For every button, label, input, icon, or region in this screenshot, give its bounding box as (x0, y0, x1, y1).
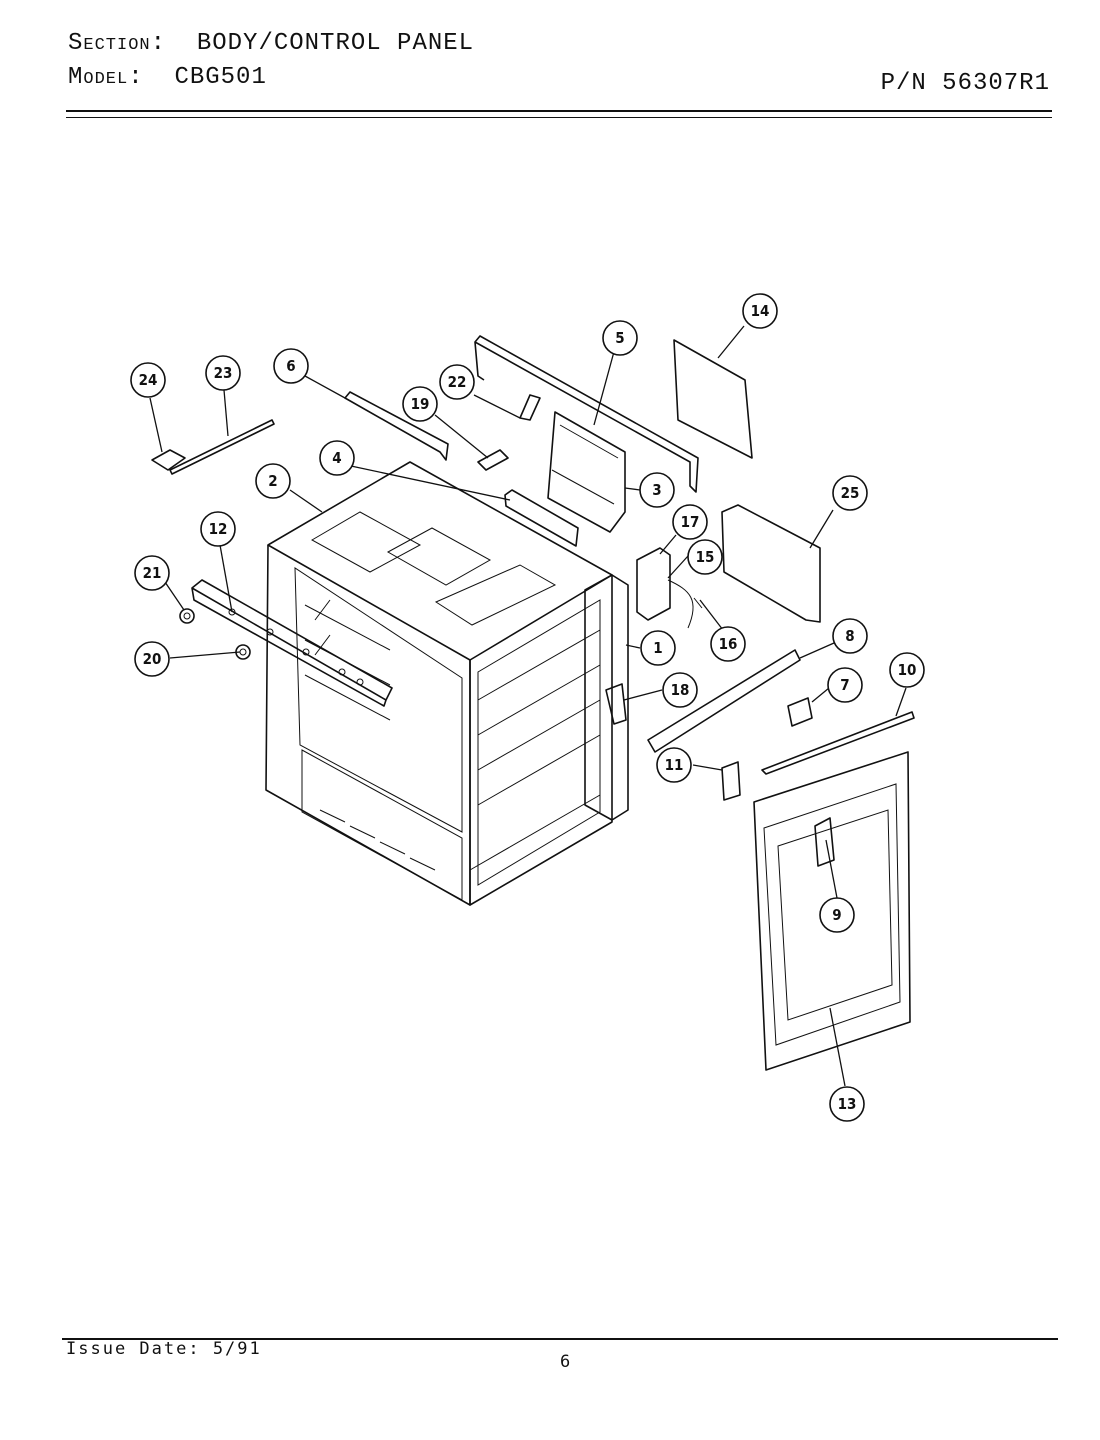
callout-label: 17 (681, 513, 700, 531)
callout-label: 8 (845, 627, 854, 645)
section-label: Section: (68, 30, 167, 57)
callout-label: 23 (214, 364, 233, 382)
callout-label: 15 (696, 548, 715, 566)
callout-label: 4 (332, 449, 341, 467)
callout-24: 24 (130, 362, 166, 398)
callout-14: 14 (742, 293, 778, 329)
oven-body (265, 461, 613, 906)
plate-11 (721, 761, 741, 801)
model-label: Model: (68, 64, 144, 91)
callout-21: 21 (134, 555, 170, 591)
callout-label: 9 (832, 906, 841, 924)
callout-3: 3 (639, 472, 675, 508)
callout-18: 18 (662, 672, 698, 708)
clip (151, 449, 186, 471)
callout-label: 11 (665, 756, 684, 774)
issue-date: Issue Date: 5/91 (66, 1339, 262, 1359)
callout-22: 22 (439, 364, 475, 400)
callout-6: 6 (273, 348, 309, 384)
section-value: BODY/CONTROL PANEL (196, 30, 475, 57)
callout-15: 15 (687, 539, 723, 575)
leader-lines (149, 325, 907, 1087)
callout-label: 25 (841, 484, 860, 502)
rear-cover (721, 504, 821, 623)
callout-9: 9 (819, 897, 855, 933)
callout-10: 10 (889, 652, 925, 688)
callout-20: 20 (134, 641, 170, 677)
rear-channel (474, 335, 699, 493)
callout-label: 1 (653, 639, 662, 657)
callout-label: 7 (840, 676, 849, 694)
callout-label: 13 (838, 1095, 857, 1113)
callout-label: 19 (411, 395, 430, 413)
callout-label: 21 (143, 564, 162, 582)
footer-rule (62, 1338, 1058, 1340)
callout-label: 16 (719, 635, 738, 653)
callout-16: 16 (710, 626, 746, 662)
model-title: Model: CBG501 (68, 64, 267, 91)
callout-label: 24 (139, 371, 158, 389)
callout-label: 10 (898, 661, 917, 679)
callout-label: 12 (209, 520, 228, 538)
callout-19: 19 (402, 386, 438, 422)
callout-2: 2 (255, 463, 291, 499)
callout-7: 7 (827, 667, 863, 703)
rod (169, 419, 275, 475)
callout-13: 13 (829, 1086, 865, 1122)
model-value: CBG501 (174, 64, 267, 91)
callout-label: 2 (268, 472, 277, 490)
callout-23: 23 (205, 355, 241, 391)
knob-21 (179, 608, 195, 624)
callout-5: 5 (602, 320, 638, 356)
header-rule (66, 110, 1052, 112)
callout-4: 4 (319, 440, 355, 476)
door-bracket (814, 817, 835, 867)
latch-plate (787, 697, 813, 727)
side-trim (584, 574, 629, 821)
junction-box (636, 547, 671, 621)
section-title: Section: BODY/CONTROL PANEL (68, 30, 474, 57)
bracket-22 (519, 394, 541, 421)
door-rail (647, 649, 801, 753)
back-panel (673, 339, 753, 459)
callout-8: 8 (832, 618, 868, 654)
callout-label: 6 (286, 357, 295, 375)
page-number: 6 (560, 1352, 571, 1372)
oven-door (753, 751, 911, 1071)
callout-label: 18 (671, 681, 690, 699)
callout-label: 14 (751, 302, 770, 320)
callout-label: 3 (652, 481, 661, 499)
part-number: P/N 56307R1 (880, 70, 1050, 97)
callout-11: 11 (656, 747, 692, 783)
callout-label: 20 (143, 650, 162, 668)
wire-harness (667, 579, 703, 629)
hinge (605, 683, 627, 725)
callout-label: 5 (615, 329, 624, 347)
callout-25: 25 (832, 475, 868, 511)
panel-bracket (191, 579, 393, 707)
door-strip (761, 711, 915, 775)
top-strip (344, 391, 449, 461)
vent-duct (547, 411, 626, 533)
callout-label: 22 (448, 373, 467, 391)
vent-strip (504, 489, 579, 547)
bracket-19 (477, 449, 509, 471)
callout-17: 17 (672, 504, 708, 540)
header-rule-thin (66, 117, 1052, 118)
callout-1: 1 (640, 630, 676, 666)
callout-12: 12 (200, 511, 236, 547)
